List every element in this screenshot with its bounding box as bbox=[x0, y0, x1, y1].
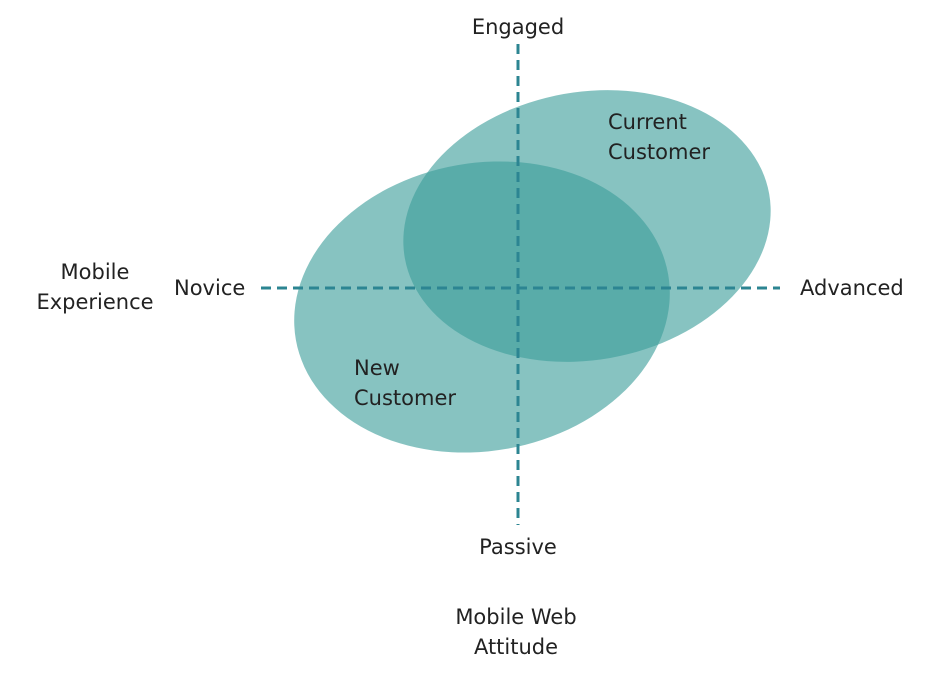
current-customer-label: Current Customer bbox=[608, 110, 711, 164]
engaged-label: Engaged bbox=[471, 15, 565, 39]
new-customer-label: New Customer bbox=[354, 356, 457, 410]
passive-label: Passive bbox=[479, 535, 557, 559]
novice-label: Novice bbox=[174, 276, 246, 300]
new-customer-ellipse bbox=[294, 161, 670, 453]
horizontal-axis-title: Mobile Experience bbox=[36, 260, 154, 314]
advanced-label: Advanced bbox=[800, 276, 904, 300]
vertical-axis-title: Mobile Web Attitude bbox=[455, 605, 577, 659]
